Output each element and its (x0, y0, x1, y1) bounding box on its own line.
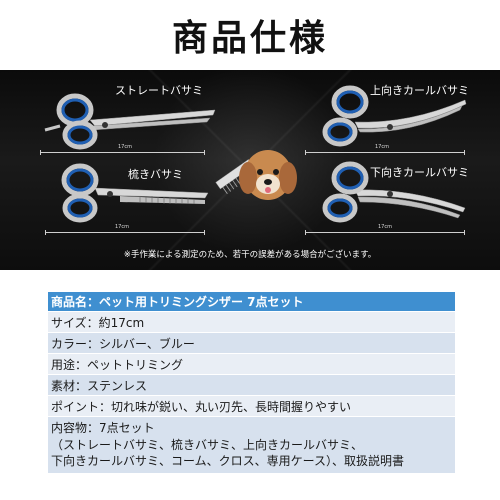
thinning-scissors-label: 梳きバサミ (128, 168, 183, 181)
contents-line-3: 下向きカールバサミ、コーム、クロス、専用ケース）、取扱説明書 (51, 454, 405, 469)
thinning-size-label: 17cm (115, 224, 129, 230)
title-area: 商品仕様 (0, 0, 500, 70)
straight-scissors-label: ストレートバサミ (115, 84, 203, 97)
thinning-dimension-line (45, 230, 205, 235)
spec-row-material: 素材：ステンレス (48, 375, 455, 396)
curved-up-dimension-line (305, 150, 465, 155)
contents-line-2: （ストレートバサミ、梳きバサミ、上向きカールバサミ、 (51, 437, 364, 452)
thinning-scissors-image (61, 163, 209, 223)
spec-row-color: カラー：シルバー、ブルー (48, 333, 455, 354)
spec-row-usage: 用途：ペットトリミング (48, 354, 455, 375)
spec-row-size: サイズ：約17cm (48, 312, 455, 333)
curved-up-scissors-label: 上向きカールバサミ (370, 84, 469, 97)
straight-dimension-line (40, 150, 205, 155)
curved-up-scissors-image (322, 85, 467, 147)
curved-down-scissors-label: 下向きカールバサミ (370, 166, 469, 179)
curved-up-size-label: 17cm (375, 144, 389, 150)
spec-row-points: ポイント：切れ味が鋭い、丸い刃先、長時間握りやすい (48, 396, 455, 417)
curved-down-size-label: 17cm (378, 224, 392, 230)
curved-down-scissors-image (322, 161, 466, 223)
dog-with-comb-image (215, 150, 297, 200)
curved-down-dimension-line (305, 230, 465, 235)
measurement-note: ※手作業による測定のため、若干の誤差がある場合がございます。 (123, 250, 377, 260)
spec-row-contents: 内容物：7点セット （ストレートバサミ、梳きバサミ、上向きカールバサミ、 下向き… (48, 417, 455, 474)
contents-line-1: 内容物：7点セット (51, 421, 155, 436)
spec-table: 商品名：ペット用トリミングシザー 7点セット サイズ：約17cm カラー：シルバ… (48, 292, 455, 474)
product-photo: ストレートバサミ 17cm 梳きバサミ 17cm (0, 70, 500, 270)
page-title: 商品仕様 (171, 18, 328, 59)
straight-scissors-image (44, 93, 216, 150)
spec-row-product-name: 商品名：ペット用トリミングシザー 7点セット (48, 292, 455, 312)
straight-size-label: 17cm (118, 144, 132, 150)
